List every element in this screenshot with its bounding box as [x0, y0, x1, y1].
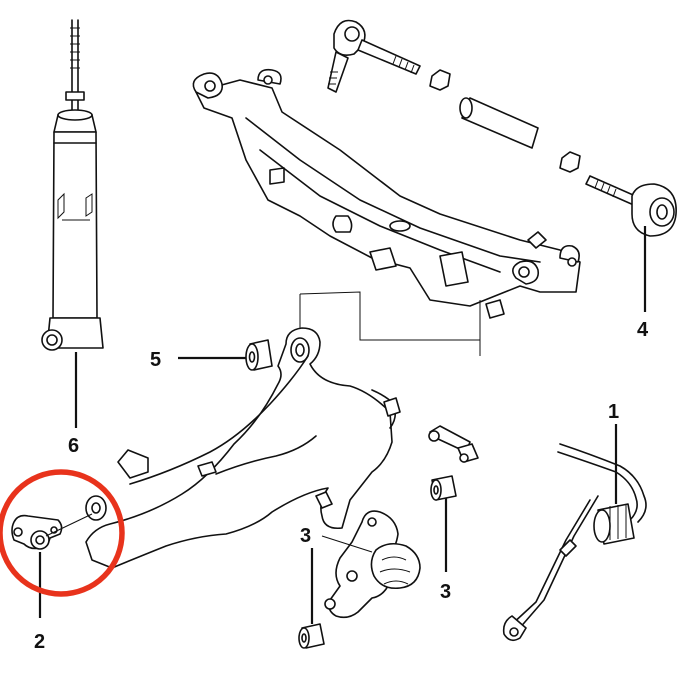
bushing-2 — [11, 514, 63, 550]
callout-3-left-pointer — [321, 535, 373, 553]
bushing-5 — [245, 339, 273, 371]
wheel-knuckle — [324, 510, 421, 619]
callout-3-right-number: 3 — [440, 581, 451, 603]
callout-3-left-number: 3 — [300, 525, 311, 547]
callout-5-number: 5 — [150, 349, 161, 371]
callout-1-number: 1 — [608, 401, 619, 423]
bushing-2-axis-line — [45, 513, 93, 537]
highlight-circle — [0, 469, 125, 597]
stabilizer-bar — [502, 443, 647, 642]
tie-rod-assembly — [327, 19, 677, 237]
link-bracket — [428, 425, 479, 463]
callout-4-number: 4 — [637, 319, 649, 341]
bushing-3-lower — [298, 623, 325, 649]
callout-6-number: 6 — [68, 435, 79, 457]
callout-2-number: 2 — [34, 631, 45, 653]
control-arm — [85, 327, 401, 569]
bushing-3-upper — [430, 475, 457, 501]
subframe — [192, 68, 581, 319]
shock-absorber — [41, 19, 104, 351]
